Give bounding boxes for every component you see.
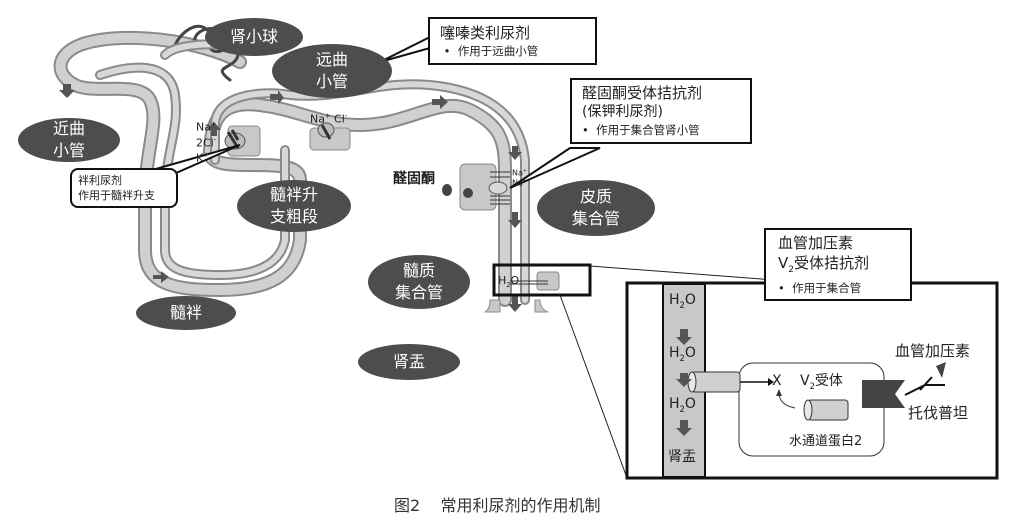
aldo-subtitle: (保钾利尿剂) xyxy=(582,104,663,120)
thiazide-pointer xyxy=(379,35,431,63)
vasopressin-label: 血管加压素 xyxy=(895,342,971,360)
flow-arrow-right xyxy=(432,95,448,109)
v2-receptor-shape xyxy=(862,380,905,408)
pelvis-text: 肾盂 xyxy=(392,352,425,371)
loop-text: 髓袢 xyxy=(169,303,202,322)
medullary-cd-text: 髓质集合管 xyxy=(394,261,443,302)
tolvaptan-label: 托伐普坦 xyxy=(908,404,969,422)
label-medullary-collecting-duct: 髓质集合管 xyxy=(368,255,470,309)
thick-ascending-text: 髓袢升支粗段 xyxy=(269,185,318,226)
inset-flow-arrow xyxy=(676,329,692,345)
flow-arrow-down xyxy=(508,146,522,160)
enac-labels: Na+ Na+ xyxy=(512,168,527,188)
flow-arrow-down xyxy=(59,84,75,98)
enac-channel xyxy=(488,181,508,195)
distal-tubule-text: 远曲小管 xyxy=(315,50,348,91)
tolvaptan-arrow xyxy=(904,376,945,396)
figure-caption: 图2 常用利尿剂的作用机制 xyxy=(394,492,601,516)
ncc-labels: Na+ Cl- xyxy=(310,112,348,126)
label-proximal-tubule: 近曲小管 xyxy=(18,118,120,162)
thiazide-note: • 作用于远曲小管 xyxy=(440,44,539,58)
flow-arrow-right xyxy=(270,90,284,104)
callout-loop-diuretic: 袢利尿剂 作用于髓袢升支 xyxy=(70,168,178,208)
label-renal-pelvis: 肾盂 xyxy=(358,344,460,380)
block-mark: X xyxy=(772,373,782,389)
water-label-duct: H2O xyxy=(498,274,520,290)
mineralocorticoid-receptor xyxy=(463,188,473,198)
callout-aldosterone-antagonist: 醛固酮受体拮抗剂 (保钾利尿剂) • 作用于集合管肾小管 xyxy=(570,78,752,144)
vasopressin-molecule xyxy=(936,362,946,378)
aldosterone-molecule xyxy=(442,184,452,196)
glomerulus-text: 肾小球 xyxy=(229,27,278,46)
flow-arrow-up xyxy=(207,122,221,136)
label-cortical-collecting-duct: 皮质集合管 xyxy=(537,180,655,236)
inset-flow-arrow xyxy=(676,420,692,436)
label-loop-of-henle: 髓袢 xyxy=(136,296,236,330)
figure-title: 常用利尿剂的作用机制 xyxy=(440,496,601,515)
callout-thiazide: 噻嗪类利尿剂 • 作用于远曲小管 xyxy=(428,17,597,65)
thiazide-title: 噻嗪类利尿剂 xyxy=(440,24,531,42)
aldo-title: 醛固酮受体拮抗剂 xyxy=(582,84,703,102)
inset-water-2: H2O xyxy=(669,345,696,363)
proximal-tubule-text: 近曲小管 xyxy=(52,119,85,160)
aldosterone-label: 醛固酮 xyxy=(393,171,435,187)
label-distal-tubule: 远曲小管 xyxy=(272,44,392,98)
flow-arrow-right xyxy=(153,271,169,283)
inset-water-1: H2O xyxy=(669,292,696,310)
flow-arrow-down xyxy=(508,212,522,228)
cortical-cd-text: 皮质集合管 xyxy=(571,187,620,228)
label-thick-ascending-limb: 髓袢升支粗段 xyxy=(237,180,351,232)
aquaporin-label: 水通道蛋白2 xyxy=(789,434,863,449)
magnifier-box xyxy=(492,263,592,297)
v2-title-line2: V2受体拮抗剂 xyxy=(778,254,870,275)
v2-receptor-label: V2受体 xyxy=(800,373,843,391)
collecting-duct-flare xyxy=(484,299,549,313)
aquaporin-membrane xyxy=(691,371,741,393)
v2-title-line1: 血管加压素 xyxy=(778,234,854,252)
inset-water-3: H2O xyxy=(669,396,696,414)
label-glomerulus: 肾小球 xyxy=(205,18,303,56)
flow-arrow-down xyxy=(508,296,522,312)
v2-note: • 作用于集合管 xyxy=(778,281,862,295)
loop-diuretic-note: 作用于髓袢升支 xyxy=(78,189,155,202)
figure-number: 图2 xyxy=(394,496,421,515)
aldo-pointer xyxy=(509,147,601,189)
nkcc-labels: Na+ 2Cl- K+ xyxy=(196,120,217,165)
flow-arrows xyxy=(59,84,522,312)
inset-flow-arrow xyxy=(676,373,692,387)
aquaporin-vesicle xyxy=(807,399,849,421)
callout-v2-antagonist: 血管加压素 V2受体拮抗剂 • 作用于集合管 xyxy=(764,228,912,301)
inset-pelvis-label: 肾盂 xyxy=(668,449,696,465)
epithelial-cells xyxy=(224,122,560,291)
aldo-note: • 作用于集合管肾小管 xyxy=(582,123,700,137)
loop-diuretic-title: 袢利尿剂 xyxy=(78,174,122,187)
